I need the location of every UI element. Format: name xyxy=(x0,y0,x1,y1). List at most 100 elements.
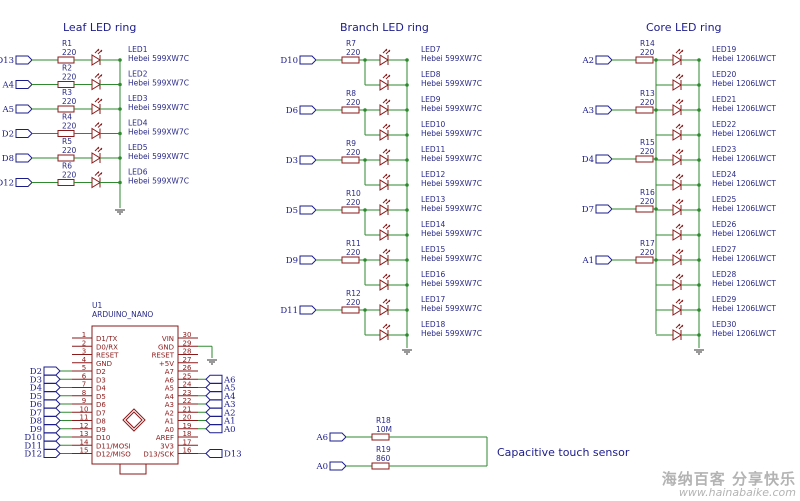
diode-triangle xyxy=(379,229,389,241)
port-label: D12 xyxy=(0,179,14,189)
port-shape xyxy=(595,154,613,164)
pin-name: D8 xyxy=(96,418,106,426)
pin-name: A7 xyxy=(165,368,174,376)
pin-number: 2 xyxy=(82,339,86,347)
port-label: D2 xyxy=(2,130,14,140)
led-ref: LED12 xyxy=(421,170,445,179)
resistor-value: 220 xyxy=(640,48,655,57)
led-ref: LED29 xyxy=(712,295,736,304)
pin-name: AREF xyxy=(156,434,174,442)
resistor-r4 xyxy=(57,130,75,137)
port-shape xyxy=(15,153,33,163)
led-ref: LED25 xyxy=(712,195,736,204)
led-part: Hebei 1206LWCT xyxy=(712,304,776,313)
led-led22 xyxy=(672,123,684,141)
port-label: A1 xyxy=(223,417,236,427)
pin-number: 10 xyxy=(80,405,89,413)
led-ref: LED1 xyxy=(128,45,148,54)
resistor-ref: R17 xyxy=(640,239,655,248)
resistor-r16 xyxy=(635,205,654,213)
pin-name: D1/TX xyxy=(96,335,117,343)
led-ref: LED9 xyxy=(421,95,441,104)
port-d4: D4 xyxy=(30,383,61,394)
led-ref: LED22 xyxy=(712,120,736,129)
port-label: D10 xyxy=(280,56,298,66)
arrowhead xyxy=(97,98,99,100)
chip-outline xyxy=(122,408,146,432)
led-ref: LED19 xyxy=(712,45,736,54)
resistor-r15 xyxy=(635,155,654,163)
resistor-ref: R7 xyxy=(346,39,356,48)
pin-number: 15 xyxy=(80,447,89,455)
diode-triangle xyxy=(672,229,682,241)
pin-name: A5 xyxy=(165,385,174,393)
led-part: Hebei 599XW7C xyxy=(421,179,482,188)
pin-number: 21 xyxy=(183,405,192,413)
port-d11: D11 xyxy=(24,440,61,451)
arrowhead xyxy=(678,299,680,301)
arrowhead xyxy=(681,100,683,102)
led-led3 xyxy=(91,97,103,115)
led-ref: LED27 xyxy=(712,245,736,254)
port-shape xyxy=(299,305,317,315)
arrowhead xyxy=(385,74,387,76)
led-led21 xyxy=(672,98,684,116)
resistor-ref: R5 xyxy=(62,137,72,146)
resistor-value: 220 xyxy=(346,48,361,57)
arrowhead xyxy=(388,225,390,227)
arrowhead xyxy=(681,225,683,227)
led-part: Hebei 599XW7C xyxy=(421,279,482,288)
diode-triangle xyxy=(672,54,682,66)
led-ref: LED28 xyxy=(712,270,736,279)
port-label: D12 xyxy=(24,450,42,460)
diode-triangle xyxy=(379,179,389,191)
diode-triangle xyxy=(379,154,389,166)
arrowhead xyxy=(678,224,680,226)
led-led30 xyxy=(672,323,684,341)
pin-number: 8 xyxy=(82,389,86,397)
led-led1 xyxy=(91,48,103,66)
pin-number: 22 xyxy=(183,397,192,405)
port-shape xyxy=(43,407,61,417)
port-a2: A2 xyxy=(205,407,236,418)
led-led26 xyxy=(672,223,684,241)
port-shape xyxy=(299,255,317,265)
port-shape xyxy=(205,407,223,417)
resistor-value: 220 xyxy=(62,73,77,82)
resistor-r1 xyxy=(57,56,75,64)
pin-number: 3 xyxy=(82,348,86,356)
watermark-url: www.hainabaike.com xyxy=(678,486,796,500)
arrowhead xyxy=(678,324,680,326)
led-led13 xyxy=(379,198,391,216)
pin-number: 30 xyxy=(183,331,192,339)
arrowhead xyxy=(388,325,390,327)
arrowhead xyxy=(385,299,387,301)
port-shape xyxy=(43,383,61,392)
port-shape xyxy=(299,55,317,65)
port-a3: A3 xyxy=(581,105,613,116)
port-shape xyxy=(15,104,33,114)
resistor-value: 220 xyxy=(640,98,655,107)
arrowhead xyxy=(385,249,387,251)
port-shape xyxy=(595,204,613,214)
led-led5 xyxy=(91,146,103,164)
arrowhead xyxy=(388,200,390,202)
led-ref: LED8 xyxy=(421,70,441,79)
arrowhead xyxy=(100,123,102,126)
port-shape xyxy=(205,391,223,401)
arrowhead xyxy=(678,249,680,251)
arrowhead xyxy=(385,99,387,101)
port-shape xyxy=(299,155,317,165)
resistor-r13 xyxy=(635,106,654,114)
arrowhead xyxy=(678,49,680,51)
diode-triangle xyxy=(672,154,682,166)
port-label: D7 xyxy=(582,205,594,215)
pin-number: 26 xyxy=(183,364,192,372)
port-a0: A0 xyxy=(315,461,347,472)
pin-number: 28 xyxy=(183,348,192,356)
resistor-value: 220 xyxy=(62,48,77,57)
port-label: D8 xyxy=(2,154,14,164)
led-led9 xyxy=(379,98,391,116)
diode-triangle xyxy=(672,179,682,191)
port-label: D9 xyxy=(286,256,298,266)
